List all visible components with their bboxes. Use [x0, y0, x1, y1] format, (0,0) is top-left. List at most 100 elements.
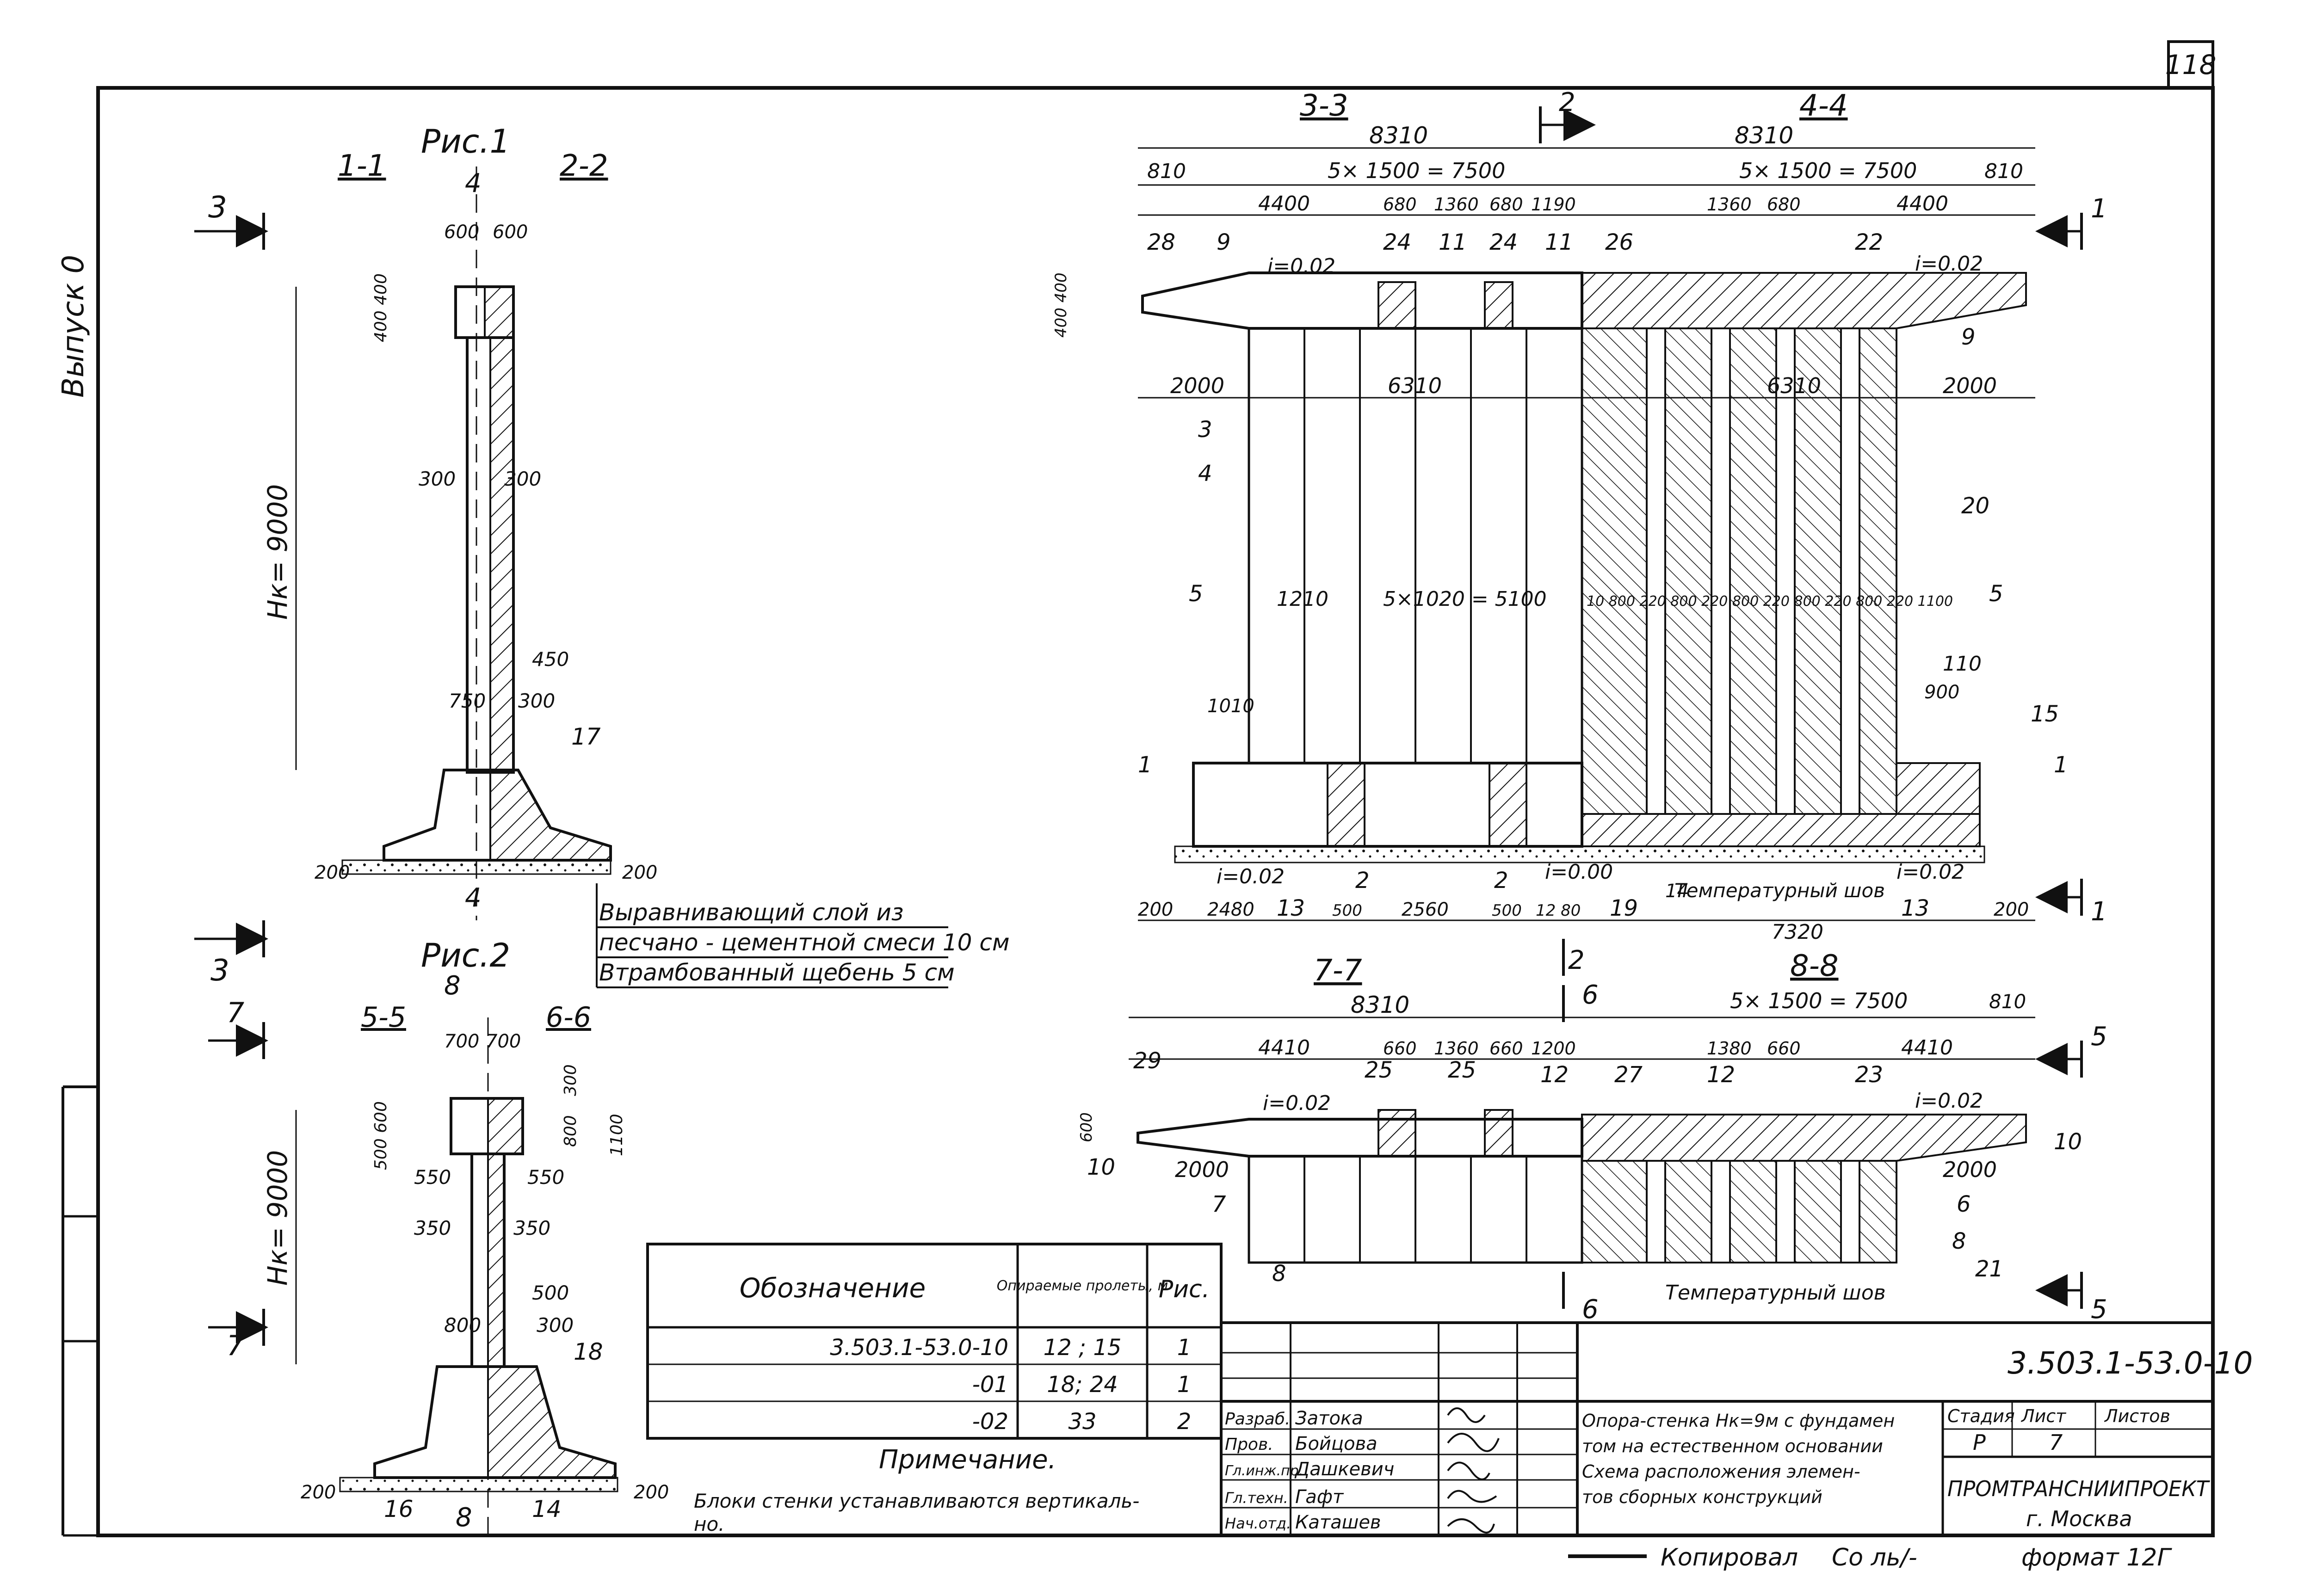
slope-33: i=0.02: [1267, 254, 1335, 278]
dim-900: 900: [1924, 682, 1959, 703]
callout-23: 23: [1855, 1062, 1883, 1088]
section-4-4-label: 4-4: [1799, 89, 1848, 123]
role-1: Разраб.: [1225, 1410, 1290, 1429]
callout-10a: 10: [1087, 1154, 1115, 1180]
name-2: Бойцова: [1295, 1433, 1378, 1454]
dim-1100: 1100: [607, 1114, 626, 1156]
note-title: Примечание.: [879, 1445, 1056, 1475]
fig2-title: Рис.2: [421, 937, 510, 974]
dim-1210: 1210: [1277, 587, 1328, 611]
callout-9b: 9: [1961, 324, 1976, 350]
dim-680-b: 680: [1489, 194, 1523, 215]
cut-1-bottom: 1: [2091, 897, 2107, 927]
callout-7: 7: [1212, 1191, 1226, 1217]
note-text-2: но.: [694, 1513, 725, 1535]
margin-text: Выпуск 0: [56, 255, 91, 398]
dim-4400-b: 4400: [1896, 192, 1948, 216]
cut-8-bottom: 8: [456, 1503, 472, 1533]
dim-2000-d: 2000: [1943, 1157, 1997, 1182]
dim-1360-b: 1360: [1707, 194, 1752, 215]
dim-810-a: 810: [1147, 160, 1186, 183]
slope-44: i=0.02: [1915, 252, 1983, 276]
sheet-frame: [62, 40, 2215, 1537]
dim-810-b: 810: [1984, 160, 2023, 183]
dim-200a: 200: [315, 862, 350, 883]
slope-foot-0: i=0.00: [1545, 860, 1613, 884]
dim-500: 500: [532, 1282, 569, 1304]
cut-4-bottom: 4: [465, 883, 482, 913]
spec-header-designation: Обозначение: [740, 1272, 926, 1304]
fig2-section: Рис.2 5-5 6-6 Нк= 9000 700 700 500 600 8…: [208, 937, 669, 1540]
foundation-layer-notes: Выравнивающий слой из песчано - цементно…: [596, 883, 1010, 988]
callout-8b: 8: [1952, 1228, 1966, 1254]
title-line-3: Схема расположения элемен-: [1582, 1461, 1860, 1482]
cut-6-top: 6: [1582, 980, 1599, 1010]
slope-88: i=0.02: [1915, 1089, 1983, 1113]
dim-500-a: 500: [1332, 901, 1362, 920]
section-8-8-label: 8-8: [1790, 949, 1839, 983]
callout-12a: 12: [1540, 1062, 1569, 1088]
spec-row2-fig: 1: [1177, 1372, 1192, 1398]
role-4: Гл.техн.: [1225, 1489, 1288, 1507]
stage-value: Р: [1973, 1430, 1986, 1455]
section-5-5-label: 5-5: [361, 1001, 406, 1034]
section-7-7-label: 7-7: [1314, 954, 1362, 988]
dim-300b: 300: [504, 468, 541, 490]
callout-27: 27: [1614, 1062, 1643, 1088]
spec-row3-designation: -02: [972, 1409, 1008, 1435]
cut-7-bottom: 7: [227, 1330, 244, 1362]
dim-800b: 800: [444, 1314, 481, 1337]
name-1: Затока: [1295, 1408, 1363, 1429]
callout-9a: 9: [1217, 229, 1231, 255]
format-label: формат 12Г: [2021, 1544, 2172, 1571]
callout-18: 18: [574, 1338, 603, 1365]
title-line-4: тов сборных конструкций: [1582, 1487, 1822, 1507]
dim-7320: 7320: [1772, 920, 1823, 944]
dim-350a: 350: [414, 1217, 451, 1239]
doc-code: 3.503.1-53.0-10: [2008, 1345, 2253, 1381]
hk-dim: Нк= 9000: [262, 484, 293, 620]
dim-1200: 1200: [1531, 1038, 1576, 1059]
dim-2480: 2480: [1207, 899, 1254, 920]
callout-26: 26: [1605, 229, 1633, 255]
dim-1380: 1380: [1707, 1038, 1752, 1059]
dim-2000-a: 2000: [1170, 373, 1224, 398]
stage-header: Стадия: [1947, 1406, 2015, 1426]
cut-3-top: 3: [208, 191, 227, 225]
dim-1190: 1190: [1531, 194, 1576, 215]
section-33-44: 3-3 4-4 8310 8310 2 810 5× 1500 = 7500 5…: [1052, 87, 2107, 976]
sheets-header: Листов: [2104, 1406, 2170, 1426]
dim-800: 800: [561, 1115, 580, 1147]
spec-row1-fig: 1: [1177, 1335, 1192, 1361]
org-name: ПРОМТРАНСНИИПРОЕКТ: [1947, 1476, 2211, 1501]
callout-2a: 2: [1355, 868, 1370, 894]
spec-row3-fig: 2: [1177, 1409, 1192, 1435]
role-3: Гл.инж.пр.: [1225, 1463, 1303, 1479]
callout-29: 29: [1133, 1048, 1161, 1074]
hk-dim-2: Нк= 9000: [262, 1150, 293, 1286]
callout-5a: 5: [1189, 581, 1203, 607]
dim-810-c: 810: [1989, 990, 2026, 1013]
sheet-value: 7: [2049, 1430, 2063, 1455]
dim-5x1020: 5×1020 = 5100: [1383, 587, 1547, 611]
dim-500-b: 500: [1492, 901, 1522, 920]
section-1-1-label: 1-1: [338, 149, 386, 183]
cut-1-top: 1: [2091, 194, 2107, 224]
dim-1360-a: 1360: [1434, 194, 1479, 215]
dim-4410-a: 4410: [1258, 1036, 1310, 1060]
layer-note-1: Выравнивающий слой из: [599, 899, 904, 926]
dim-8310-a: 8310: [1369, 122, 1428, 149]
dim-1360-c: 1360: [1434, 1038, 1479, 1059]
dim-450: 450: [532, 648, 569, 671]
callout-21: 21: [1975, 1256, 2003, 1282]
dim-600-600: 600: [444, 222, 479, 243]
spec-row2-designation: -01: [972, 1372, 1008, 1398]
sheet-header: Лист: [2020, 1406, 2067, 1426]
dim-4410-b: 4410: [1901, 1036, 1953, 1060]
callout-11a: 11: [1439, 229, 1467, 255]
dim-300d: 300: [537, 1314, 574, 1337]
dim-200-f: 200: [1994, 899, 2029, 920]
callout-14b: 14: [1665, 881, 1689, 902]
dim-6310-b: 6310: [1767, 373, 1821, 398]
